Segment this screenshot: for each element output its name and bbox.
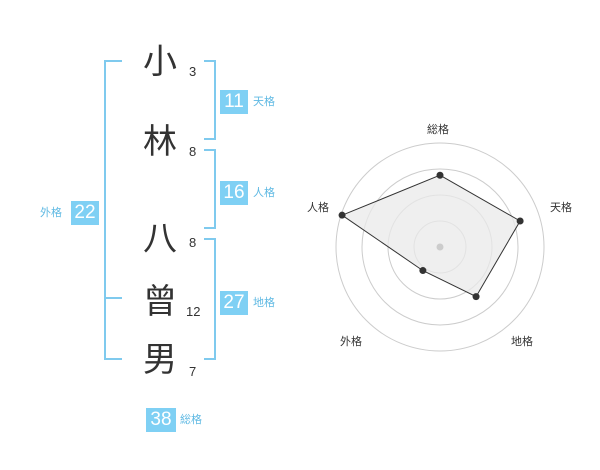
chikaku-value: 27	[220, 291, 248, 315]
radar-grid-ring-3	[361, 168, 519, 326]
name-char-2: 林	[143, 122, 177, 162]
radar-series-area	[341, 174, 521, 298]
stroke-count-4: 12	[186, 304, 201, 319]
radar-grid-ring-4	[335, 142, 545, 352]
soukaku-value: 38	[146, 408, 176, 432]
gaikaku-bracket	[104, 60, 122, 360]
radar-point-2	[516, 217, 524, 225]
radar-axis-label-gaikaku: 外格	[340, 335, 362, 348]
radar-axis-label-soukaku: 総格	[427, 123, 449, 136]
gaikaku-bracket-mid	[104, 297, 122, 299]
name-char-3: 八	[143, 219, 177, 259]
stroke-count-2: 8	[189, 144, 197, 159]
chikaku-label: 地格	[253, 296, 275, 309]
radar-axis-label-jinkaku: 人格	[307, 201, 329, 214]
radar-center-point	[436, 243, 444, 251]
soukaku-label: 総格	[180, 413, 202, 426]
gaikaku-label: 外格	[40, 206, 62, 219]
radar-point-5	[338, 211, 346, 219]
jinkaku-value: 16	[220, 181, 248, 205]
tenkaku-value: 11	[220, 90, 248, 114]
name-char-1: 小	[143, 42, 177, 82]
radar-point-4	[419, 267, 427, 275]
jinkaku-bracket	[204, 149, 216, 229]
radar-axis-label-tenkaku: 天格	[550, 201, 572, 214]
tenkaku-label: 天格	[253, 95, 275, 108]
name-char-4: 曾	[143, 282, 177, 322]
stroke-count-1: 3	[189, 64, 197, 79]
name-char-5: 男	[143, 340, 177, 380]
gaikaku-value: 22	[71, 201, 99, 225]
chikaku-bracket	[204, 238, 216, 360]
radar-point-3	[472, 293, 480, 301]
jinkaku-label: 人格	[253, 186, 275, 199]
stroke-count-3: 8	[189, 235, 197, 250]
radar-axis-label-chikaku: 地格	[511, 335, 533, 348]
tenkaku-bracket	[204, 60, 216, 140]
radar-point-1	[436, 171, 444, 179]
stroke-count-5: 7	[189, 364, 197, 379]
